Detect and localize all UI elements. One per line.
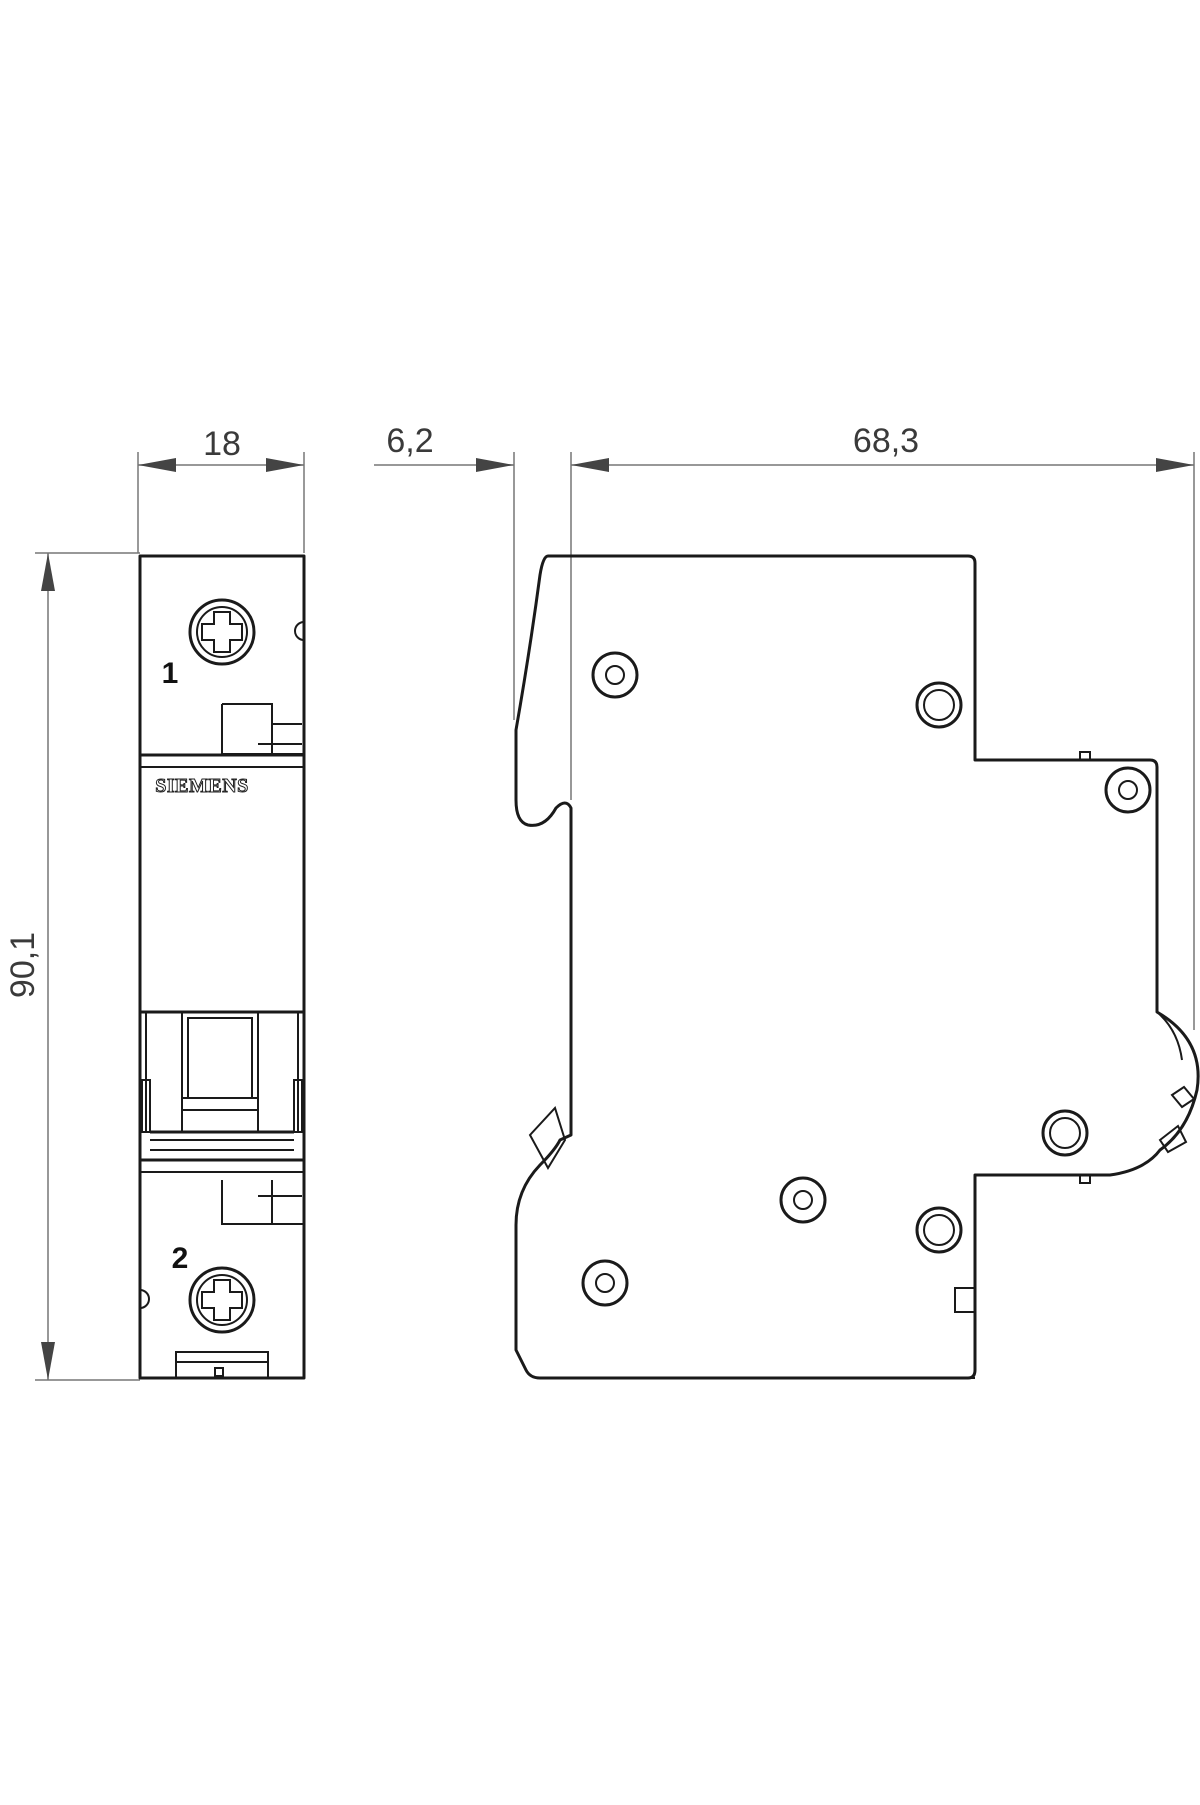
toggle-lever <box>141 1011 303 1151</box>
terminal-bottom-label: 2 <box>172 1242 189 1275</box>
front-view: 1 SIEMENS <box>138 554 306 1380</box>
dimension-depth-offset: 6,2 <box>374 422 515 720</box>
dimension-height: 90,1 <box>4 552 140 1381</box>
dimension-depth-offset-label: 6,2 <box>386 422 433 460</box>
brand-logo: SIEMENS <box>155 775 249 797</box>
dimension-depth: 68,3 <box>570 422 1195 1030</box>
screw-bottom-icon <box>188 1266 256 1334</box>
rivet-icon <box>915 1206 963 1254</box>
rivet-icon <box>1041 1109 1089 1157</box>
dimension-height-label: 90,1 <box>4 932 42 998</box>
rivet-icon <box>1104 766 1152 814</box>
screw-top-icon <box>188 598 256 666</box>
dimension-width: 18 <box>137 425 305 553</box>
rivet-icon <box>581 1259 629 1307</box>
rivet-icon <box>915 681 963 729</box>
rivet-icon <box>591 651 639 699</box>
dimension-width-label: 18 <box>203 425 241 463</box>
rivet-icon <box>779 1176 827 1224</box>
terminal-top-label: 1 <box>162 657 179 690</box>
side-view <box>514 554 1200 1380</box>
dimension-depth-label: 68,3 <box>853 422 919 460</box>
din-clip <box>175 1351 269 1378</box>
